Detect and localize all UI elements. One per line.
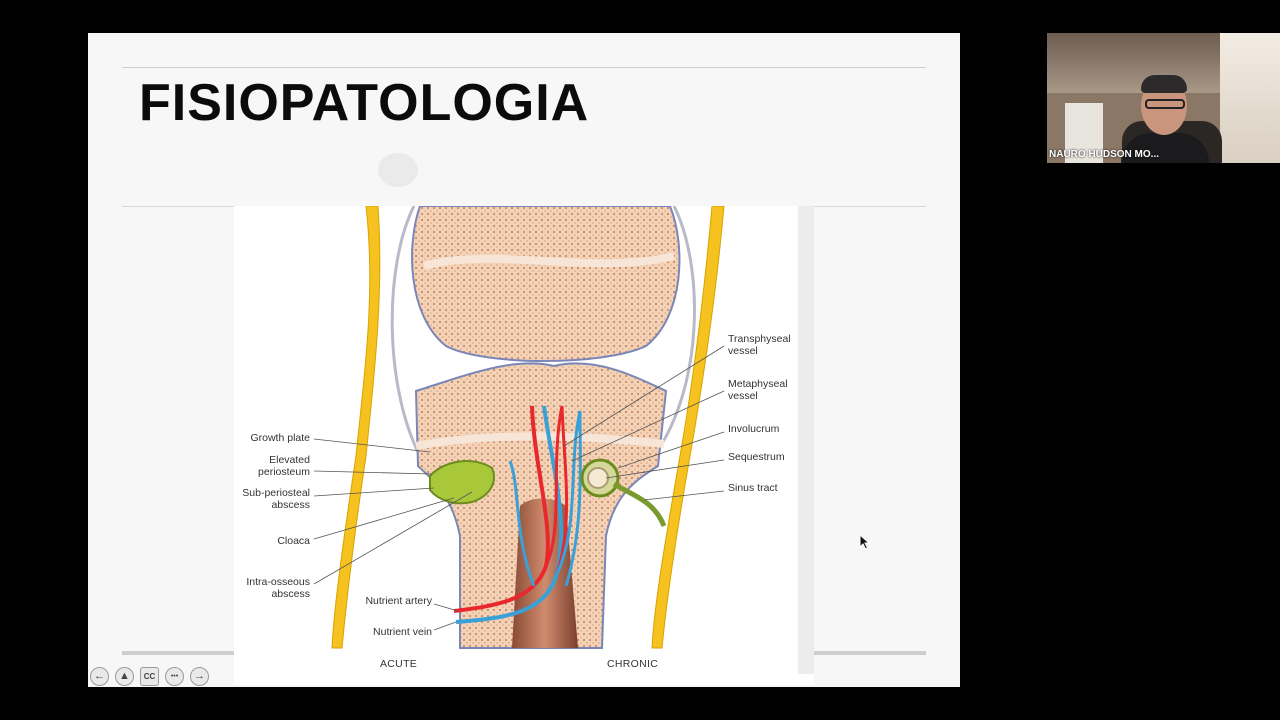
periosteum-right (651, 206, 725, 649)
bone-illustration (313, 206, 725, 649)
subperiosteal-abscess (429, 460, 495, 505)
label-subperiosteal-abscess: Sub-periosteal abscess (242, 487, 310, 511)
capsule-right (652, 206, 696, 457)
arrow-left-icon: ← (94, 670, 105, 682)
sequestrum (587, 467, 609, 489)
captions-button[interactable]: CC (140, 666, 159, 686)
vessel-branch (508, 460, 536, 587)
label-nutrient-vein: Nutrient vein (373, 626, 432, 638)
participant-video-tile[interactable]: NAURO HUDSON MO... (1047, 33, 1280, 163)
label-sinus-tract: Sinus tract (728, 482, 778, 494)
transphyseal-vessel (554, 410, 582, 587)
caption-chronic: CHRONIC (607, 658, 659, 670)
arrow-right-icon: → (194, 670, 205, 682)
figure-edge (798, 206, 814, 674)
video-door (1065, 103, 1103, 163)
epiphysis (411, 206, 681, 362)
presentation-slide: FISIOPATOLOGIA (88, 33, 960, 687)
participant-name: NAURO HUDSON MO... (1049, 149, 1159, 160)
slide-top-rule (122, 67, 926, 68)
capsule-left (390, 206, 422, 457)
sinus-tract (612, 481, 667, 528)
slide-toolbar: ← ▲ CC ••• → (88, 665, 209, 687)
label-involucrum: Involucrum (728, 423, 780, 435)
participant-hair (1141, 75, 1187, 93)
leader-lines (313, 345, 725, 631)
pointer-icon: ▲ (119, 670, 130, 682)
osteomyelitis-figure: Growth plate Elevated periosteum Sub-per… (234, 206, 814, 685)
label-elevated-periosteum: Elevated periosteum (258, 454, 310, 478)
label-sequestrum: Sequestrum (728, 451, 785, 463)
label-growth-plate: Growth plate (250, 432, 310, 444)
slide-title: FISIOPATOLOGIA (139, 74, 590, 132)
label-nutrient-artery: Nutrient artery (365, 595, 432, 607)
video-window (1220, 33, 1280, 163)
watermark-mark (378, 153, 418, 187)
label-cloaca: Cloaca (277, 535, 310, 547)
label-metaphyseal-vessel: Metaphyseal vessel (728, 378, 788, 402)
metaphyseal-vessel (544, 405, 569, 577)
ellipsis-icon: ••• (170, 672, 179, 680)
label-intraosseous-abscess: Intra-osseous abscess (246, 576, 310, 600)
previous-slide-button[interactable]: ← (90, 666, 109, 686)
label-transphyseal-vessel: Transphyseal vessel (728, 333, 791, 357)
cc-icon: CC (143, 671, 156, 681)
caption-acute: ACUTE (380, 658, 418, 670)
participant-body (1121, 133, 1209, 163)
mouse-cursor-icon (859, 534, 871, 550)
participant-glasses (1145, 99, 1185, 109)
next-slide-button[interactable]: → (190, 666, 209, 686)
pointer-tool-button[interactable]: ▲ (115, 666, 134, 686)
growth-plate (415, 432, 665, 450)
epiphysis-band (422, 252, 675, 270)
more-options-button[interactable]: ••• (165, 666, 184, 686)
periosteum-left (331, 206, 381, 649)
